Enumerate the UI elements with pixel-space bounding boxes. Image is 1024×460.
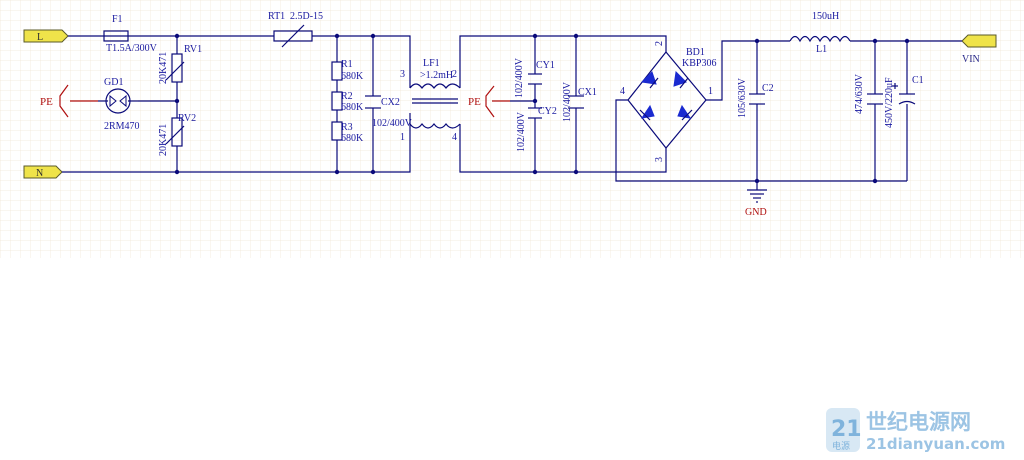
schematic-diagram: L N VIN [0, 0, 1024, 258]
RV1-ref: RV1 [184, 44, 202, 55]
LF1-pin-1: 1 [400, 132, 405, 143]
BD1-pin-2: 2 [654, 41, 665, 46]
ground-label: GND [745, 207, 767, 218]
capacitor-CX1: CX1 102/400V [562, 81, 597, 122]
junctions [174, 33, 910, 184]
port-vin-label: VIN [962, 54, 980, 65]
inductor-L1: 150uH L1 [789, 11, 851, 55]
BD1-pin-1: 1 [708, 86, 713, 97]
F1-value: T1.5A/300V [106, 43, 158, 54]
L1-value: 150uH [812, 11, 839, 22]
RT1-value: 2.5D-15 [290, 11, 323, 22]
resistor-R2: R2 680K [331, 91, 364, 113]
earth-symbol-middle: PE [468, 85, 510, 118]
F1-ref: F1 [112, 14, 123, 25]
CX1-ref: CX1 [578, 87, 597, 98]
wires [62, 35, 962, 190]
fuse-F1: F1 T1.5A/300V [103, 14, 158, 54]
CY1-ref: CY1 [536, 60, 555, 71]
common-mode-choke-LF1: LF1 >1.2mH 3 1 2 4 [400, 58, 461, 143]
LF1-pin-3: 3 [400, 69, 405, 80]
bridge-rectifier-BD1: BD1 KBP306 2 4 1 3 [620, 41, 716, 162]
CY2-value: 102/400V [516, 111, 527, 152]
R1-ref: R1 [341, 59, 353, 70]
R3-value: 680K [341, 133, 364, 144]
port-line-label: L [37, 32, 43, 43]
capacitor-C1: C1 450V/220uF [884, 75, 924, 128]
grid-background [0, 0, 1024, 258]
C1-value: 450V/220uF [884, 77, 895, 128]
CY1-value: 102/400V [514, 57, 525, 98]
earth-symbol-left: PE [40, 84, 98, 118]
watermark-cn: 世纪电源网 [866, 410, 971, 434]
LF1-pin-4: 4 [452, 132, 457, 143]
BD1-ref: BD1 [686, 47, 705, 58]
RV2-value: 20K471 [158, 124, 169, 156]
LF1-value: >1.2mH [420, 70, 453, 81]
RV2-ref: RV2 [178, 113, 196, 124]
BD1-value: KBP306 [682, 58, 716, 69]
watermark-number: 21 [831, 417, 862, 442]
CY2-ref: CY2 [538, 106, 557, 117]
GD1-value: 2RM470 [104, 121, 140, 132]
BD1-pin-3: 3 [654, 157, 665, 162]
capacitor-CY1: CY1 102/400V [514, 57, 555, 98]
watermark-url: 21dianyuan.com [866, 435, 1005, 453]
capacitor-CX2: CX2 102/400V [365, 95, 413, 129]
watermark-logo: 21 电源 世纪电源网 21dianyuan.com [826, 408, 1005, 453]
CX2-value: 102/400V [372, 118, 413, 129]
R3-ref: R3 [341, 122, 353, 133]
gas-discharge-tube-GD1: GD1 2RM470 [98, 77, 140, 132]
GD1-ref: GD1 [104, 77, 123, 88]
C1-ref: C1 [912, 75, 924, 86]
varistor-RV2: RV2 20K471 [158, 113, 196, 156]
capacitor-CY2: CY2 102/400V [516, 106, 557, 152]
port-neutral: N [23, 165, 63, 179]
C3-value: 474/630V [854, 73, 865, 114]
resistor-R3: R3 680K [331, 121, 364, 144]
port-neutral-label: N [36, 168, 43, 179]
R2-ref: R2 [341, 91, 353, 102]
R1-value: 680K [341, 71, 364, 82]
LF1-pin-2: 2 [452, 69, 457, 80]
R2-value: 680K [341, 102, 364, 113]
varistor-RV1: RV1 20K471 [158, 44, 202, 84]
resistor-R1: R1 680K [331, 59, 364, 82]
L1-ref: L1 [816, 44, 827, 55]
CX1-value: 102/400V [562, 81, 573, 122]
BD1-pin-4: 4 [620, 86, 625, 97]
C2-value: 105/630V [737, 77, 748, 118]
watermark-sub: 电源 [832, 440, 850, 452]
earth-middle-label: PE [468, 96, 481, 108]
port-vin: VIN [961, 34, 997, 65]
ground-symbol: GND [745, 189, 767, 218]
LF1-ref: LF1 [423, 58, 440, 69]
watermark-badge [826, 408, 860, 452]
port-line: L [23, 29, 69, 43]
capacitor-C2: C2 105/630V [737, 77, 774, 118]
earth-left-label: PE [40, 96, 53, 108]
CX2-ref: CX2 [381, 97, 400, 108]
capacitor-474: 474/630V [854, 73, 883, 114]
thermistor-RT1: RT1 2.5D-15 [268, 11, 323, 48]
C2-ref: C2 [762, 83, 774, 94]
RV1-value: 20K471 [158, 52, 169, 84]
RT1-ref: RT1 [268, 11, 285, 22]
